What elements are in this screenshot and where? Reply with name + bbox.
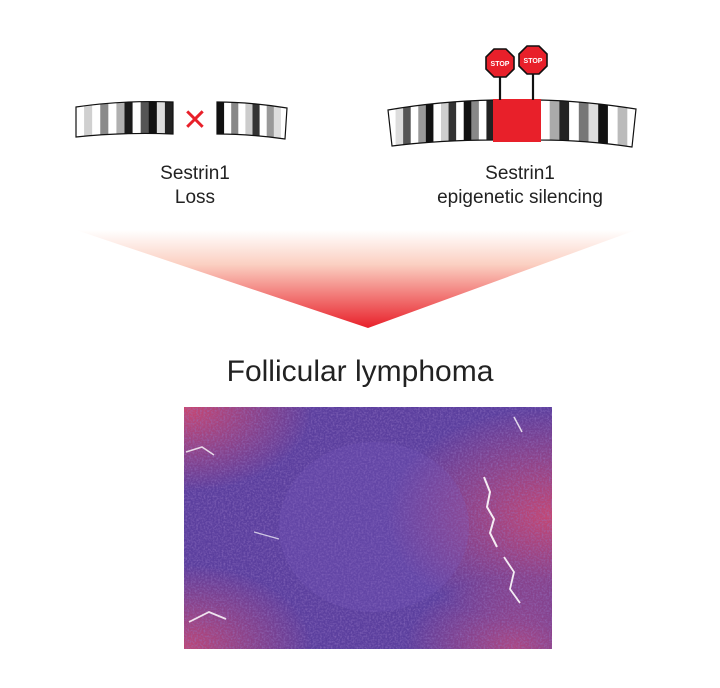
- deletion-x-icon: ✕: [182, 104, 207, 137]
- chromosome-band: [410, 100, 419, 146]
- right-chromosome-segment-a: [388, 100, 494, 146]
- chromosome-band: [280, 102, 287, 139]
- histology-texture: [184, 407, 552, 649]
- stop-sign-label-2: STOP: [524, 58, 543, 65]
- chromosome-band: [108, 101, 117, 137]
- stop-sign-label-1: STOP: [491, 61, 510, 68]
- chromosome-band: [266, 102, 275, 139]
- chromosome-band: [100, 101, 109, 137]
- chromosome-band: [124, 101, 134, 137]
- chromosome-band: [388, 100, 397, 146]
- silenced-gene-block: [493, 99, 541, 142]
- chromosome-band: [549, 100, 560, 147]
- stop-sign-icon-2: STOP: [518, 45, 548, 75]
- chromosome-band: [403, 100, 412, 146]
- chromosome-band: [395, 100, 404, 146]
- chromosome-band: [456, 100, 465, 146]
- convergence-funnel: [76, 230, 636, 328]
- chromosome-band: [76, 101, 85, 137]
- chromosome-band: [116, 101, 125, 137]
- left-chromosome-outline-a: [75, 100, 174, 138]
- chromosome-band: [164, 101, 173, 137]
- chromosome-band: [273, 102, 282, 139]
- chromosome-band: [578, 100, 589, 147]
- left-chromosome-outline-b: [216, 101, 288, 140]
- disease-title: Follicular lymphoma: [226, 355, 494, 388]
- histology-image: [184, 407, 552, 649]
- chromosome-band: [559, 100, 570, 147]
- chromosome-band: [259, 102, 268, 139]
- chromosome-band: [418, 100, 427, 146]
- chromosome-band: [84, 101, 93, 137]
- chromosome-band: [252, 102, 261, 139]
- chromosome-band: [569, 100, 580, 147]
- right-gene-status: epigenetic silencing: [437, 187, 603, 208]
- chromosome-band: [627, 100, 636, 147]
- chromosome-band: [607, 100, 619, 147]
- chromosome-band: [471, 100, 480, 146]
- chromosome-band: [588, 100, 599, 147]
- chromosome-band: [617, 100, 628, 147]
- left-chromosome-segment-b: [217, 102, 287, 139]
- chromosome-band: [486, 100, 494, 146]
- chromosome-band: [92, 101, 101, 137]
- left-gene-status: Loss: [174, 187, 216, 208]
- right-chromosome-segment-b: [540, 100, 636, 147]
- chromosome-band: [156, 101, 166, 137]
- chromosome-band: [433, 100, 442, 146]
- chromosome-band: [463, 100, 472, 146]
- chromosome-band: [478, 100, 487, 146]
- chromosome-band: [132, 101, 142, 137]
- chromosome-band: [238, 102, 246, 139]
- chromosome-band: [217, 102, 225, 139]
- chromosome-band: [231, 102, 239, 139]
- stop-sign-icon-1: STOP: [485, 48, 515, 78]
- chromosome-band: [140, 101, 150, 137]
- right-chromosome-outline-b: [539, 99, 637, 148]
- left-chromosome-segment-a: [76, 101, 173, 137]
- chromosome-band: [448, 100, 457, 146]
- chromosome-band: [598, 100, 609, 147]
- chromosome-band: [224, 102, 232, 139]
- chromosome-band: [425, 100, 434, 146]
- chromosome-band: [245, 102, 253, 139]
- chromosome-band: [540, 100, 551, 147]
- right-gene-name: Sestrin1: [485, 163, 555, 184]
- left-gene-name: Sestrin1: [160, 163, 230, 184]
- left-gene-label: Sestrin1 Loss: [120, 162, 270, 210]
- chromosome-band: [148, 101, 158, 137]
- chromosome-band: [441, 100, 450, 146]
- right-gene-label: Sestrin1 epigenetic silencing: [400, 162, 640, 210]
